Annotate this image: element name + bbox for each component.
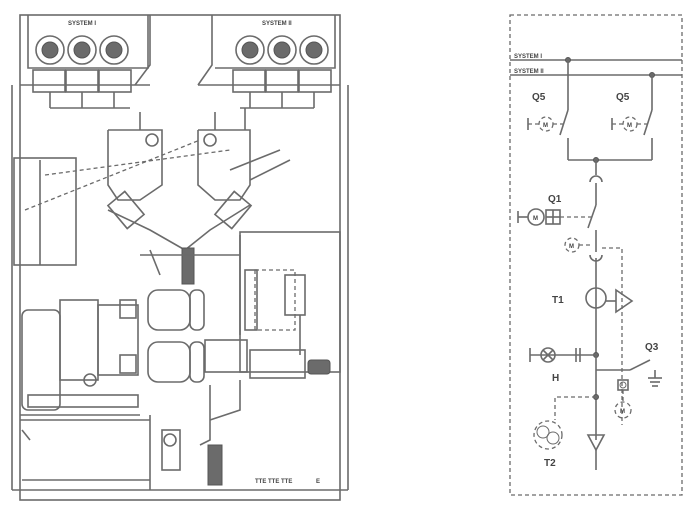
svg-text:M: M xyxy=(620,409,625,415)
single-line-schematic: SYSTEM I SYSTEM II Q5 Q5 M M Q1 M xyxy=(509,14,683,496)
busbar-insulators-right xyxy=(232,35,332,130)
svg-text:M: M xyxy=(533,216,538,222)
svg-text:M: M xyxy=(543,123,548,129)
system-2-label: SYSTEM II xyxy=(262,21,292,27)
q5-left-label: Q5 xyxy=(532,92,546,103)
switchgear-cross-section: SYSTEM I SYSTEM II xyxy=(11,14,349,501)
t2-label: T2 xyxy=(544,458,556,469)
t1-label: T1 xyxy=(552,295,564,306)
svg-text:M: M xyxy=(627,123,632,129)
circuit-breaker xyxy=(20,299,140,416)
bottom-marking: TTE TTE TTE xyxy=(255,479,292,485)
h-label: H xyxy=(552,373,559,384)
system-1-label: SYSTEM I xyxy=(68,21,96,27)
q1-label: Q1 xyxy=(548,194,562,205)
svg-text:M: M xyxy=(569,244,574,250)
svg-text:E: E xyxy=(316,479,320,485)
bus-system-2: SYSTEM II xyxy=(514,69,544,75)
busbar-insulators-left xyxy=(32,35,132,109)
bus-system-1: SYSTEM I xyxy=(514,54,542,60)
q5-right-label: Q5 xyxy=(616,92,630,103)
q3-label: Q3 xyxy=(645,342,659,353)
